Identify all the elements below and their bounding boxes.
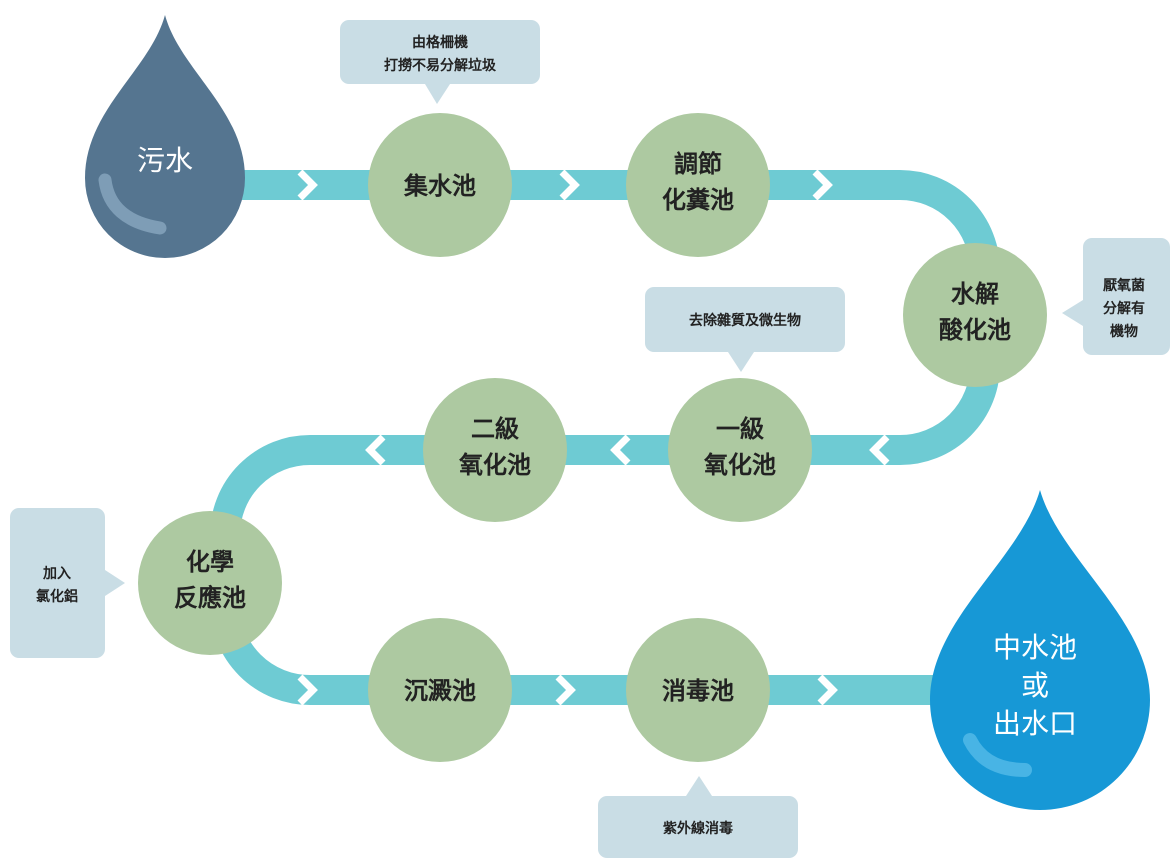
flow-arrow-left	[610, 434, 631, 466]
end-label-line1: 中水池	[993, 631, 1077, 664]
note-line2: 打撈不易分解垃圾	[384, 57, 497, 74]
note-line1: 加入	[42, 566, 71, 582]
node-label: 集水池	[403, 172, 476, 200]
wastewater-drop: 污水	[85, 15, 245, 258]
flow-arrows	[297, 169, 890, 706]
note-line1: 去除雜質及微生物	[689, 312, 801, 329]
flow-arrow-left	[365, 434, 386, 466]
note-line1: 厭氧菌	[1103, 277, 1145, 294]
node-label-line1: 調節	[674, 150, 722, 178]
node-label-line2: 反應池	[174, 584, 246, 612]
node-label: 沉澱池	[404, 677, 476, 705]
node-collection-tank: 集水池	[368, 113, 512, 257]
end-label-line3: 出水口	[993, 707, 1077, 740]
drop-highlight	[98, 173, 167, 235]
node-disinfection-tank: 消毒池	[626, 618, 770, 762]
node-label-line2: 氧化池	[459, 451, 531, 479]
note-alum: 加入 氯化鋁	[10, 508, 125, 658]
node-equalization-tank: 調節 化糞池	[626, 113, 770, 257]
node-label-line1: 化學	[186, 548, 234, 576]
note-line2: 分解有	[1103, 300, 1145, 317]
note-screen: 由格柵機 打撈不易分解垃圾	[340, 20, 540, 104]
node-label-line2: 化糞池	[662, 186, 734, 214]
node-label-line2: 酸化池	[939, 316, 1011, 344]
node-primary-oxidation-tank: 一級 氧化池	[668, 378, 812, 522]
flow-arrow-right	[559, 169, 580, 201]
flow-arrow-left	[869, 434, 890, 466]
node-chemical-reaction-tank: 化學 反應池	[138, 511, 282, 655]
flow-arrow-right	[297, 169, 318, 201]
start-label: 污水	[137, 144, 193, 177]
node-secondary-oxidation-tank: 二級 氧化池	[423, 378, 567, 522]
flow-arrow-right	[555, 674, 576, 706]
note-line1: 由格柵機	[412, 34, 468, 51]
flow-arrow-right	[817, 674, 838, 706]
note-line3: 機物	[1110, 323, 1138, 340]
node-label-line1: 二級	[471, 415, 519, 443]
drop-highlight	[963, 733, 1032, 777]
node-label: 消毒池	[662, 677, 734, 705]
note-line2: 氯化鋁	[36, 588, 78, 605]
flow-arrow-right	[297, 674, 318, 706]
node-label-line1: 一級	[716, 415, 764, 443]
node-sedimentation-tank: 沉澱池	[368, 618, 512, 762]
node-label-line2: 氧化池	[704, 451, 776, 479]
node-label-line1: 水解	[951, 280, 999, 308]
note-anaerobic: 厭氧菌 分解有 機物	[1062, 238, 1170, 355]
node-hydrolysis-tank: 水解 酸化池	[903, 243, 1047, 387]
flow-arrow-right	[812, 169, 833, 201]
flow-pipe	[210, 170, 1000, 705]
note-line1: 紫外線消毒	[663, 820, 733, 837]
note-impurities: 去除雜質及微生物	[645, 287, 845, 372]
note-uv: 紫外線消毒	[598, 776, 798, 858]
end-label-line2: 或	[1021, 669, 1049, 702]
outlet-drop: 中水池 或 出水口	[930, 490, 1150, 810]
